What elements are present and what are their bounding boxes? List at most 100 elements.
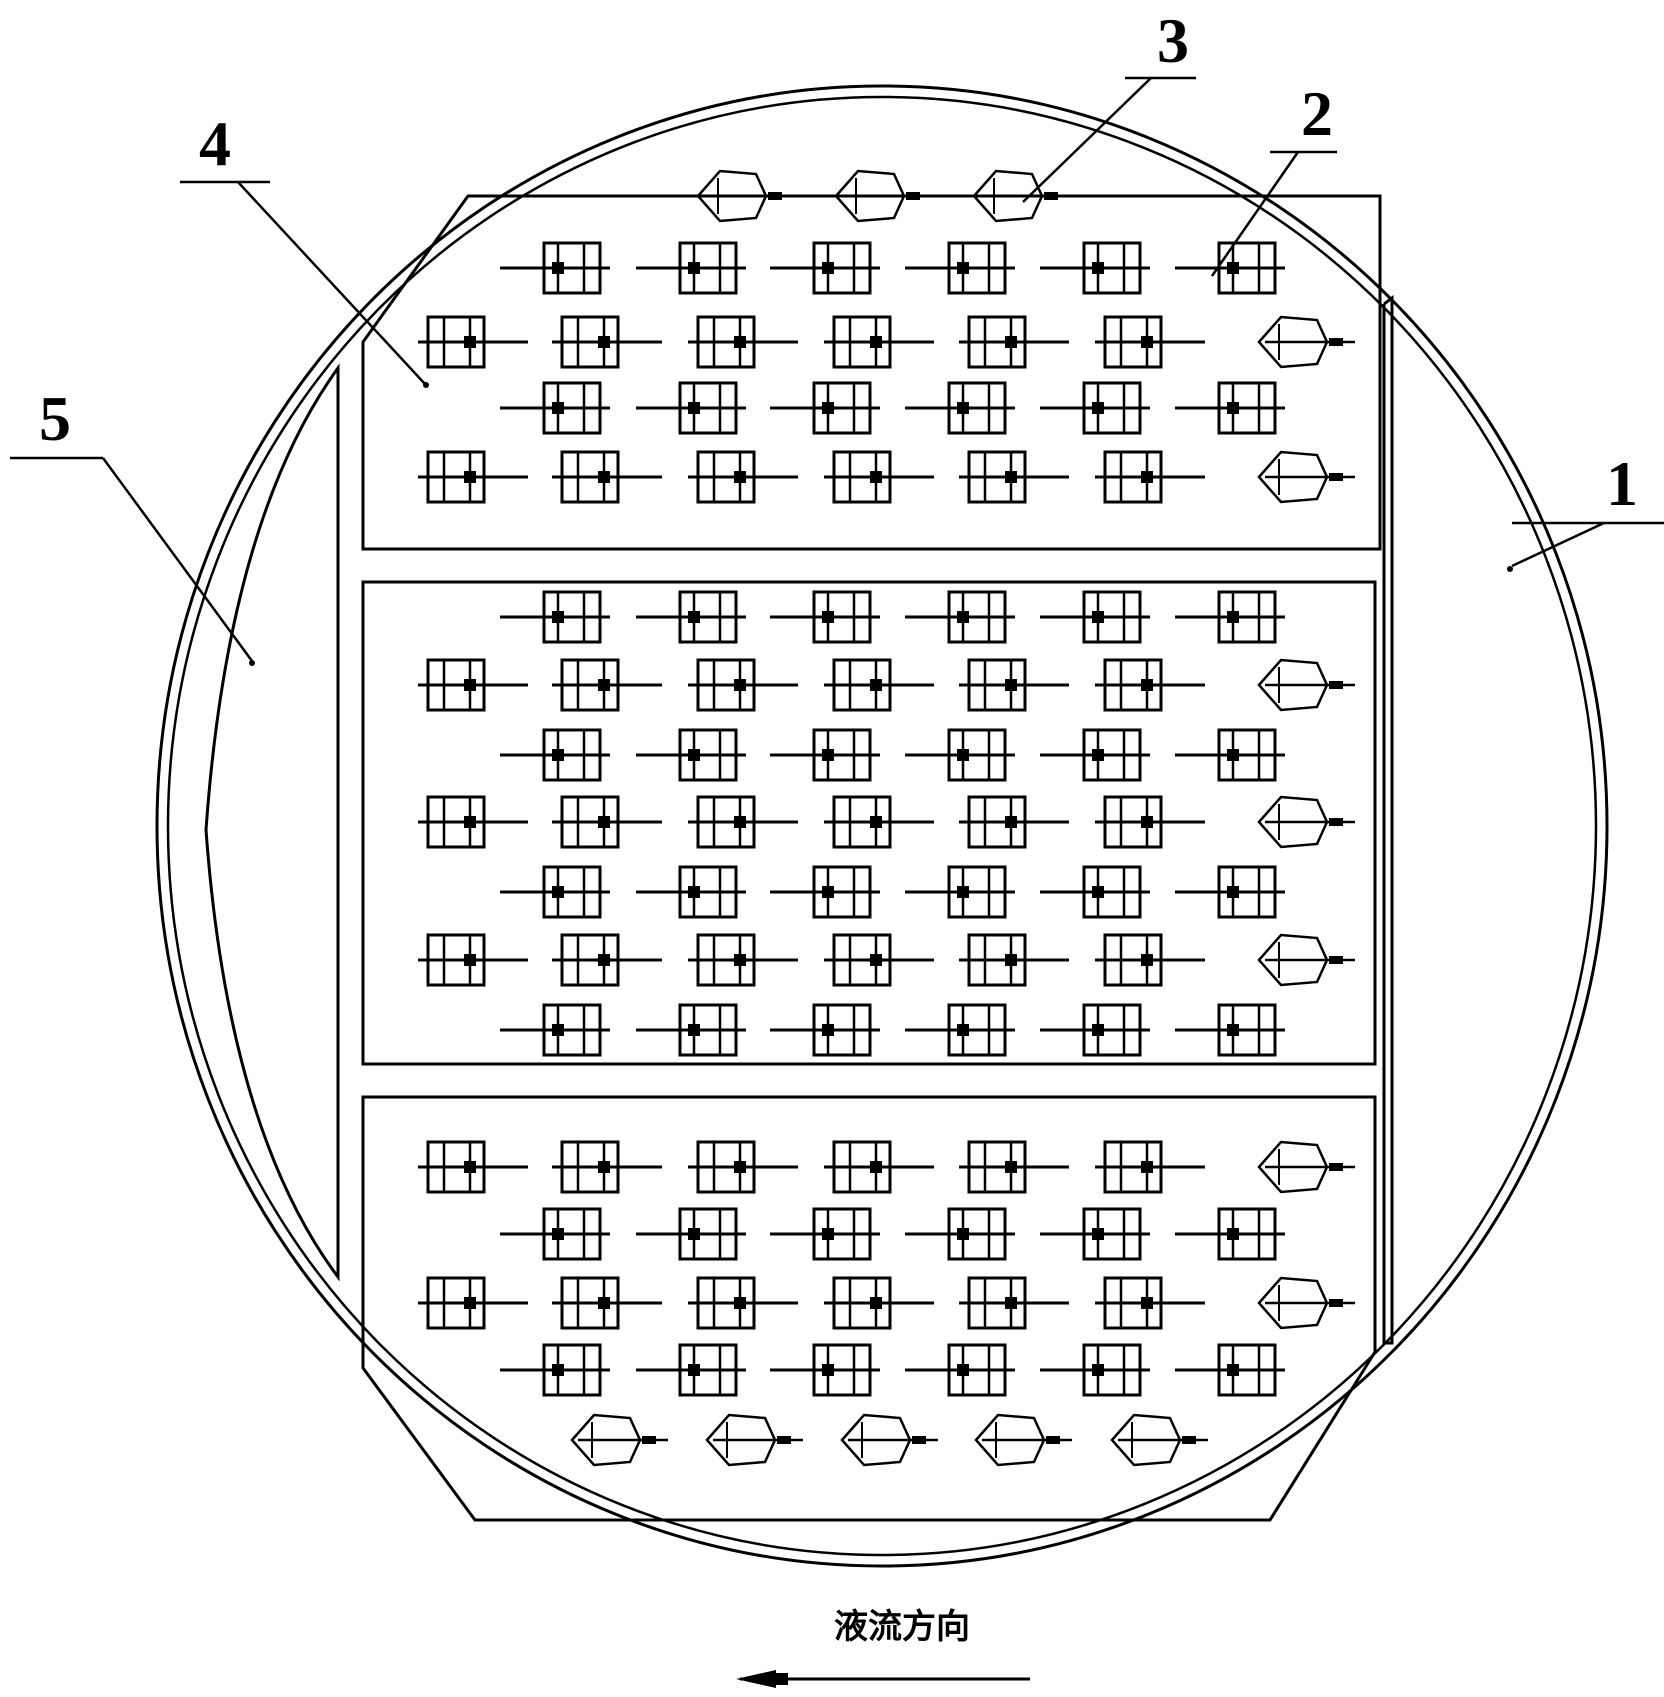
valve-middle-r3-c5 [1040,728,1150,782]
valve-middle-r1-c3-hub [822,611,834,623]
valve-bottom-r1-c3 [688,1140,798,1194]
valve-top-r1-c2-hub [906,192,920,200]
valve-top-r3-c4-hub [870,336,882,348]
valve-middle-r7-c5 [1040,1003,1150,1057]
valve-middle-r4-c6 [1095,795,1205,849]
valve-top-r2-c2-hub [688,262,700,274]
valve-bottom-r4-c3-hub [822,1364,834,1376]
leader-dot-5 [249,660,255,666]
valve-bottom-r5-c5 [1110,1413,1208,1467]
valve-bottom-r4-c1 [500,1343,610,1397]
valve-bottom-r2-c5-hub [1092,1228,1104,1240]
valve-bottom-r2-c2-hub [688,1228,700,1240]
valve-bottom-r2-c1 [500,1207,610,1261]
valve-top-r2-c3-hub [822,262,834,274]
valve-top-r4-c3-hub [822,402,834,414]
valve-middle-r5-c1-hub [552,886,564,898]
valve-bottom-r2-c2 [636,1207,746,1261]
valve-middle-r2-c6 [1095,658,1205,712]
valve-middle-r5-c1 [500,865,610,919]
valve-bottom-r3-c4 [824,1276,934,1330]
valve-middle-r4-c4 [824,795,934,849]
valve-bottom-r4-c5-hub [1092,1364,1104,1376]
valve-middle-r4-c1-hub [464,816,476,828]
valve-top-r3-c5-hub [1005,336,1017,348]
valve-bottom-r4-c6-hub [1227,1364,1239,1376]
shell-outer-wall [155,84,1609,1568]
valve-middle-r1-c6-hub [1227,611,1239,623]
valve-bottom-r3-c2 [552,1276,662,1330]
valve-middle-r7-c1 [500,1003,610,1057]
valve-top-r5-c3 [688,450,798,504]
valve-bottom-r5-c2-hub [777,1436,791,1444]
valve-middle-r7-c1-hub [552,1024,564,1036]
valve-bottom-r5-c1-hub [642,1436,656,1444]
valve-top-r4-c1-hub [552,402,564,414]
valve-top-r4-c5-hub [1092,402,1104,414]
valve-bottom-r2-c4-hub [957,1228,969,1240]
valve-bottom-r1-end [1257,1140,1355,1194]
valve-middle-r6-c4-hub [870,954,882,966]
valve-bottom-r4-c3 [770,1343,880,1397]
valve-top-r5-c1 [418,450,528,504]
valve-bottom-r4-c6 [1175,1343,1285,1397]
tray-panel-bottom [361,1095,1377,1522]
downcomer-weir [204,363,340,1282]
valve-bottom-r3-c6 [1095,1276,1205,1330]
valve-top-r2-c3 [770,241,880,295]
valve-top-r1-c1-hub [768,192,782,200]
valve-bottom-r2-c1-hub [552,1228,564,1240]
valve-top-r5-c6-hub [1141,471,1153,483]
valve-bottom-r3-c1 [418,1276,528,1330]
valve-middle-r3-c6-hub [1227,749,1239,761]
valve-top-r4-c4 [905,381,1015,435]
valve-bottom-r5-c4-hub [1046,1436,1060,1444]
valve-middle-r3-c2 [636,728,746,782]
valve-bottom-r5-c2 [705,1413,803,1467]
valve-middle-r1-c5-hub [1092,611,1104,623]
valve-bottom-r4-c5 [1040,1343,1150,1397]
valve-middle-r6-c1 [418,933,528,987]
valve-bottom-r3-c3-hub [734,1297,746,1309]
valve-middle-r5-c2-hub [688,886,700,898]
valve-bottom-r2-c3 [770,1207,880,1261]
valve-top-r5-c5 [959,450,1069,504]
valve-middle-r1-c1 [500,590,610,644]
valve-bottom-r4-c2-hub [688,1364,700,1376]
valve-bottom-r3-c5 [959,1276,1069,1330]
valve-top-r5-c1-hub [464,471,476,483]
valve-middle-r4-end [1257,795,1355,849]
valve-middle-r6-c3-hub [734,954,746,966]
valve-bottom-r4-c4 [905,1343,1015,1397]
outlet-weir [1382,295,1394,1345]
valve-middle-r6-c3 [688,933,798,987]
valve-middle-r1-c6 [1175,590,1285,644]
valve-middle-r6-end [1257,933,1355,987]
valve-bottom-r4-c4-hub [957,1364,969,1376]
valve-middle-r5-c3-hub [822,886,834,898]
valve-top-r3-c1-hub [464,336,476,348]
valve-middle-r4-c4-hub [870,816,882,828]
valve-bottom-r2-c4 [905,1207,1015,1261]
valve-top-r4-c5 [1040,381,1150,435]
valve-bottom-r3-end [1257,1276,1355,1330]
flow-direction-arrow [736,1670,1030,1688]
valve-bottom-r2-c3-hub [822,1228,834,1240]
valve-middle-r2-c5-hub [1005,679,1017,691]
valve-middle-r5-c5 [1040,865,1150,919]
valve-middle-r4-c2 [552,795,662,849]
valve-top-r3-end [1257,315,1355,369]
valve-middle-r2-end [1257,658,1355,712]
ref-label-5: 5 [39,383,71,454]
valve-top-r5-c4-hub [870,471,882,483]
valve-middle-r4-c2-hub [598,816,610,828]
flow-arrow-tail-block [776,1673,788,1685]
valve-middle-r3-c3-hub [822,749,834,761]
valve-top-r1-c3-hub [1044,192,1058,200]
valve-top-r1-c1 [696,169,794,223]
valve-middle-r5-c3 [770,865,880,919]
valve-array [418,169,1355,1467]
valve-middle-r3-c1 [500,728,610,782]
valve-middle-r3-c5-hub [1092,749,1104,761]
